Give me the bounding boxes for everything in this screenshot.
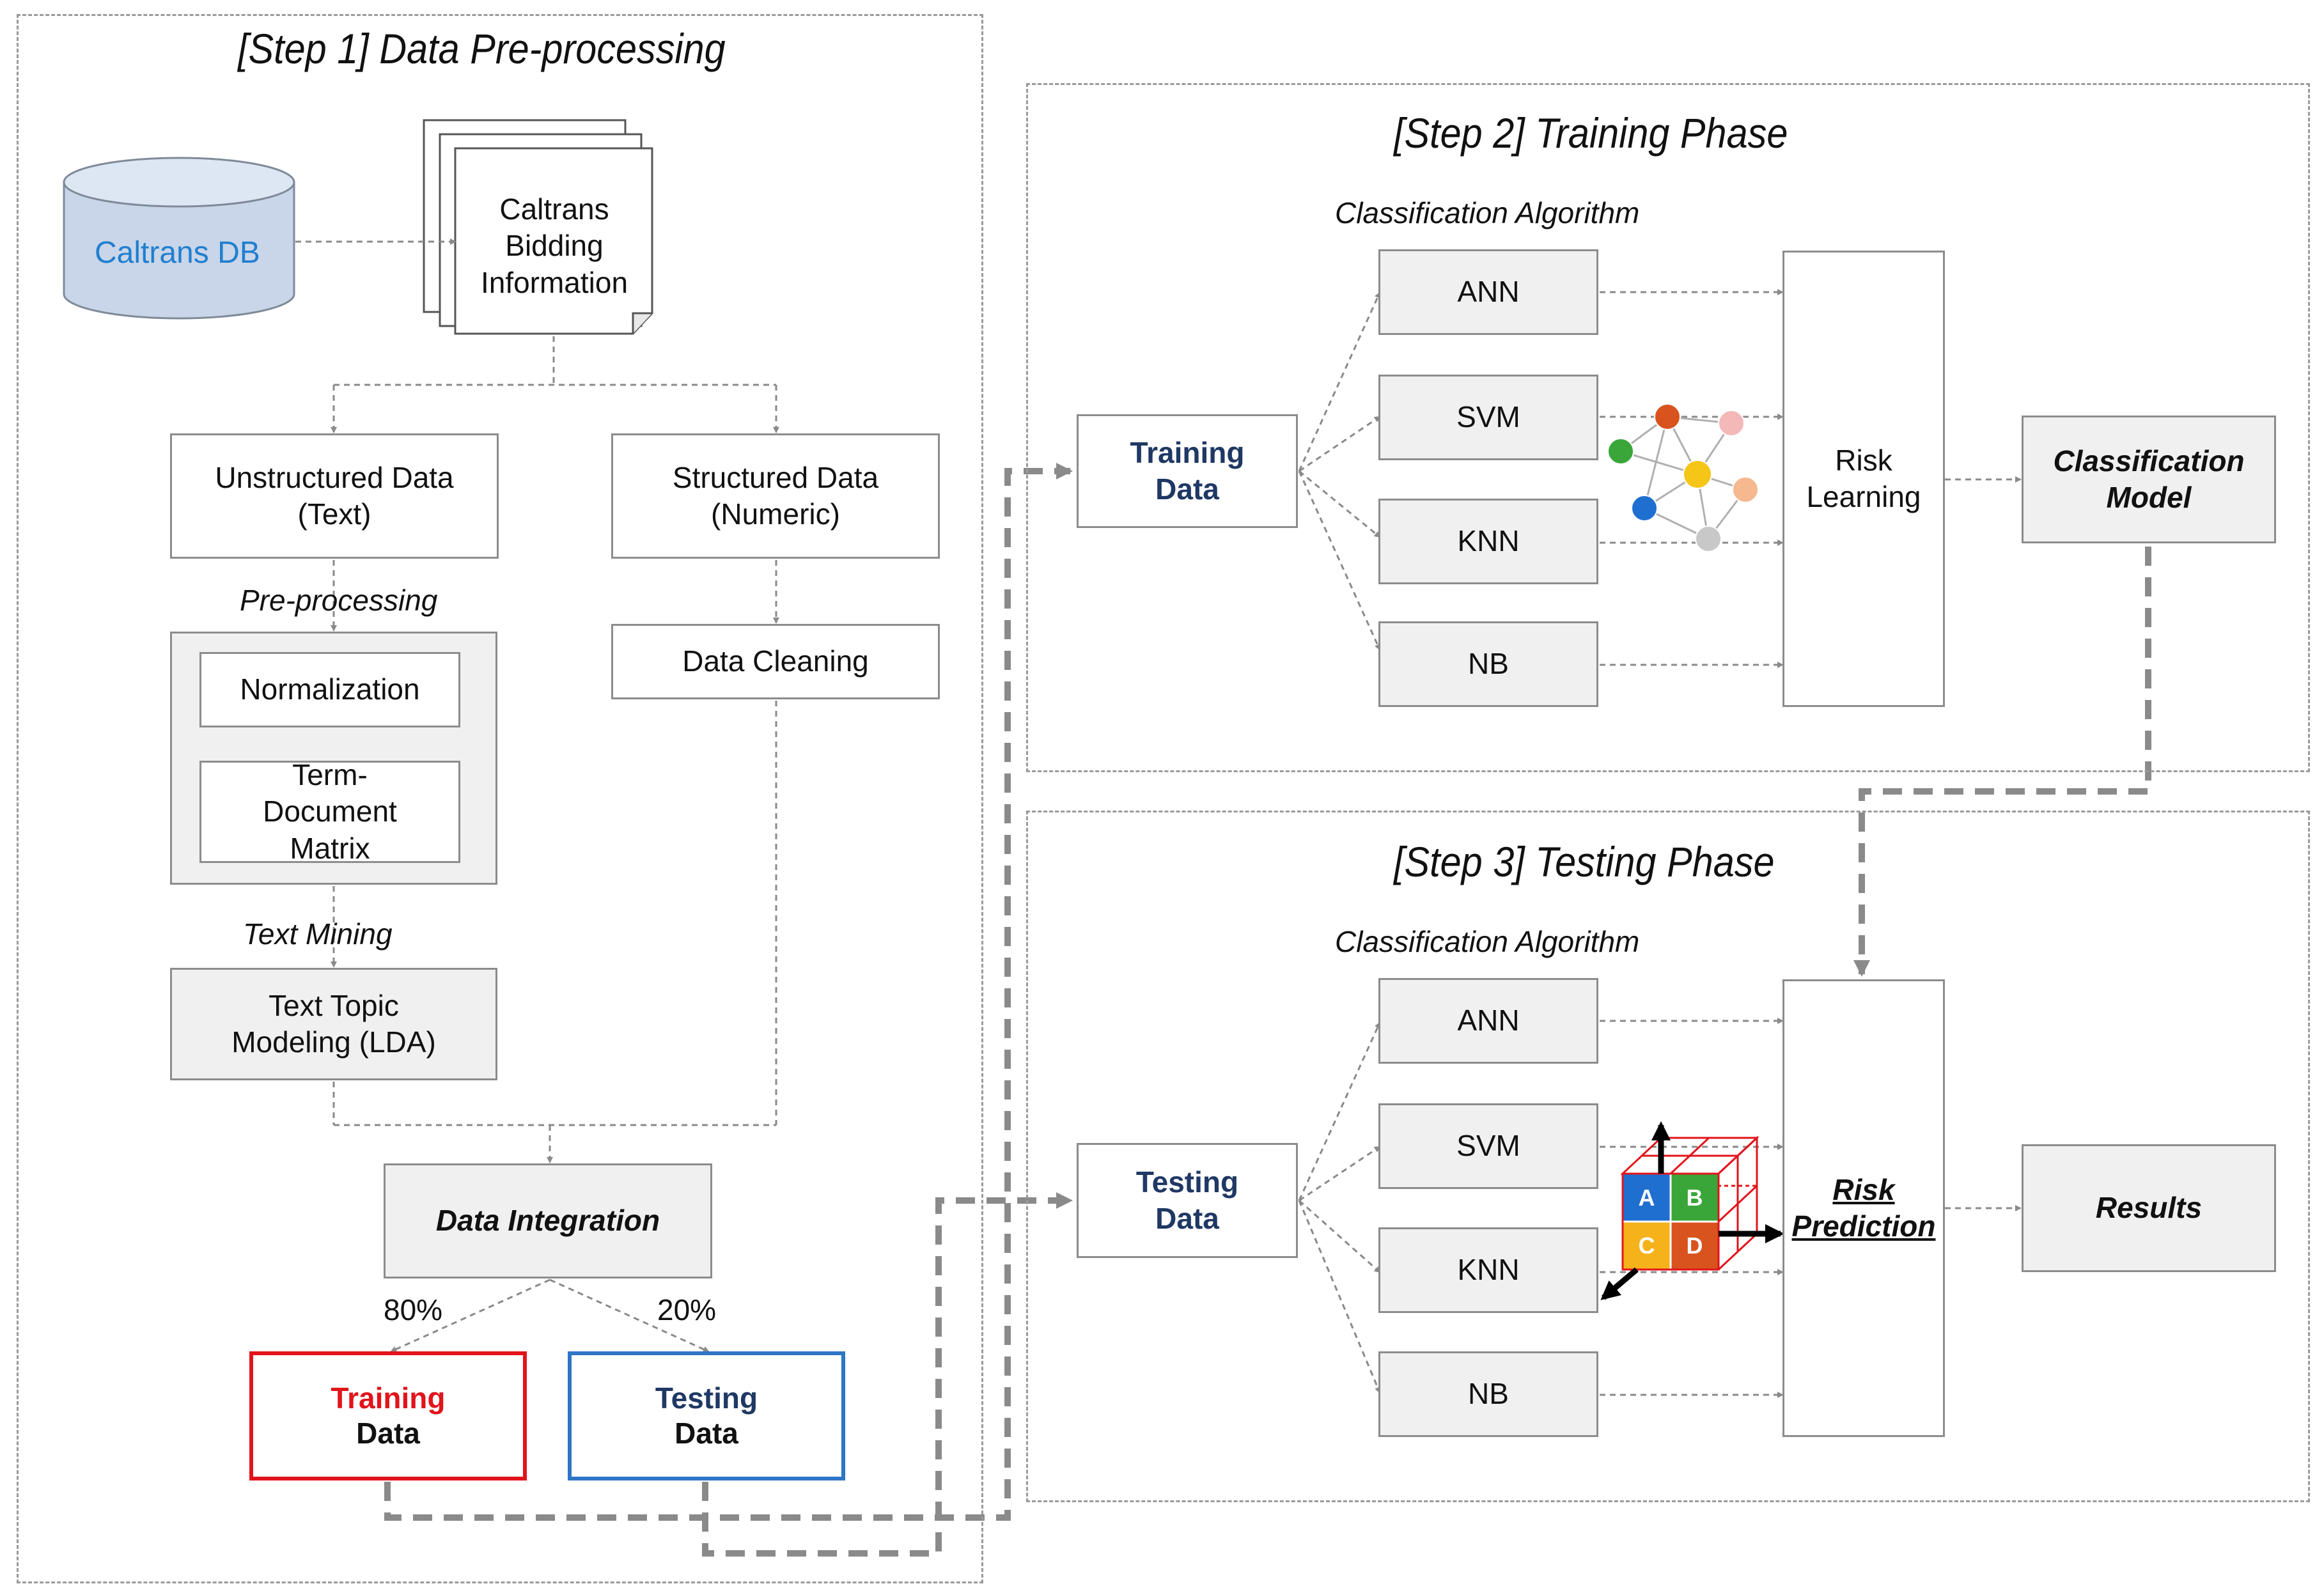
split-train-label: 80% bbox=[384, 1293, 443, 1326]
bidding-info-label: Caltrans Bidding Information bbox=[480, 192, 628, 299]
step2-training-data-box: Training Data bbox=[1077, 414, 1298, 528]
step2-algo-svm: SVM bbox=[1378, 375, 1598, 460]
cube-label-c: C bbox=[1638, 1232, 1655, 1259]
data-integration-box: Data Integration bbox=[384, 1163, 712, 1278]
step2-algo-knn: KNN bbox=[1378, 499, 1598, 584]
document-stack-icon bbox=[423, 119, 653, 335]
step2-algo-nb: NB bbox=[1378, 621, 1598, 707]
step2-panel bbox=[1026, 83, 2310, 772]
text-mining-label: Text Mining bbox=[243, 917, 393, 951]
cube-label-a: A bbox=[1638, 1185, 1655, 1211]
data-cleaning-box: Data Cleaning bbox=[611, 624, 940, 699]
topic-modeling-box: Text Topic Modeling (LDA) bbox=[170, 968, 497, 1080]
classification-model-box: Classification Model bbox=[2022, 416, 2276, 543]
preprocessing-label: Pre-processing bbox=[240, 584, 438, 617]
step2-algo-ann: ANN bbox=[1378, 249, 1598, 335]
step3-title: [Step 3] Testing Phase bbox=[1394, 838, 1775, 885]
testing-data-word: Data bbox=[675, 1417, 738, 1450]
step2-algo-label: Classification Algorithm bbox=[1335, 196, 1640, 229]
results-box: Results bbox=[2022, 1144, 2276, 1272]
unstructured-data-box: Unstructured Data (Text) bbox=[170, 433, 499, 559]
testing-data-box: Testing Data bbox=[568, 1351, 845, 1480]
training-word: Training bbox=[331, 1381, 446, 1415]
cube-icon bbox=[1600, 1121, 1784, 1300]
step3-algo-nb: NB bbox=[1378, 1351, 1598, 1437]
training-data-box: Training Data bbox=[249, 1351, 527, 1480]
step3-algo-svm: SVM bbox=[1378, 1103, 1598, 1189]
training-data-word: Data bbox=[356, 1417, 420, 1450]
testing-word: Testing bbox=[655, 1381, 758, 1415]
step1-panel bbox=[17, 14, 983, 1583]
cube-label-b: B bbox=[1686, 1185, 1703, 1211]
structured-data-box: Structured Data (Numeric) bbox=[611, 433, 940, 559]
cube-label-d: D bbox=[1686, 1232, 1703, 1259]
risk-learning-box: Risk Learning bbox=[1782, 251, 1945, 707]
risk-prediction-box: Risk Prediction bbox=[1782, 979, 1945, 1437]
db-label: Caltrans DB bbox=[95, 236, 260, 270]
split-test-label: 20% bbox=[657, 1293, 717, 1326]
step1-title: [Step 1] Data Pre-processing bbox=[238, 25, 726, 72]
step3-algo-knn: KNN bbox=[1378, 1227, 1598, 1313]
database-icon bbox=[63, 157, 295, 320]
step3-panel bbox=[1026, 811, 2310, 1502]
step3-testing-data-box: Testing Data bbox=[1077, 1143, 1298, 1258]
normalization-box: Normalization bbox=[199, 652, 460, 727]
step2-title: [Step 2] Training Phase bbox=[1394, 109, 1788, 157]
term-document-box: Term-Document Matrix bbox=[199, 758, 460, 865]
neural-network-icon bbox=[1607, 403, 1759, 552]
step3-algo-label: Classification Algorithm bbox=[1335, 925, 1640, 958]
step3-algo-ann: ANN bbox=[1378, 978, 1598, 1064]
